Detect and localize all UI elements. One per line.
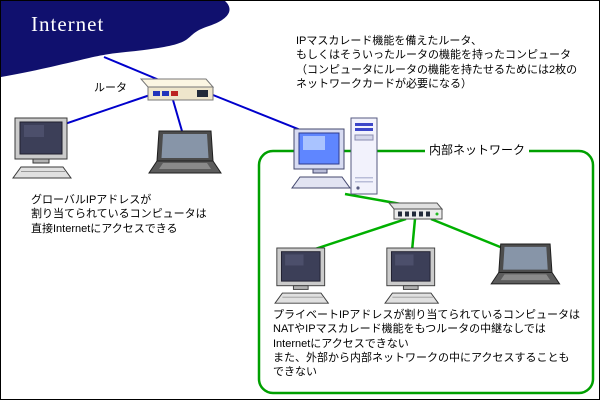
gateway-computer-icon: [291, 117, 378, 195]
router-label: ルータ: [94, 82, 127, 94]
keyboard: [384, 292, 440, 304]
keyboard: [291, 176, 351, 189]
desktop-pc-icon: [12, 117, 72, 179]
link-hub-pc2: [410, 218, 417, 252]
keyboard: [12, 166, 72, 179]
desktop-pc-icon-internal-1: [274, 247, 330, 304]
internet-cloud: [1, 1, 230, 77]
link-router-gateway: [207, 92, 314, 136]
link-hub-pc1: [308, 217, 407, 253]
router-note: IPマスカレード機能を備えたルータ、 もしくはそういったルータの機能を持ったコン…: [296, 35, 578, 90]
router-icon: [139, 78, 215, 101]
desktop-pc-icon-internal-2: [384, 247, 440, 304]
global-ip-note: グローバルIPアドレスが 割り当てられているコンピュータは 直接Internet…: [31, 194, 207, 235]
keyboard: [274, 292, 330, 304]
internet-title: Internet: [31, 12, 105, 36]
link-internet-router: [103, 56, 165, 83]
laptop-icon: [148, 130, 222, 174]
hub-icon: [387, 202, 444, 220]
private-ip-note: プライベートIPアドレスが割り当てられているコンピュータは NATやIPマスカレ…: [273, 309, 581, 379]
link-router-desktop: [52, 93, 154, 129]
laptop-icon-internal: [490, 243, 561, 285]
internal-network-label: 内部ネットワーク: [425, 141, 530, 158]
